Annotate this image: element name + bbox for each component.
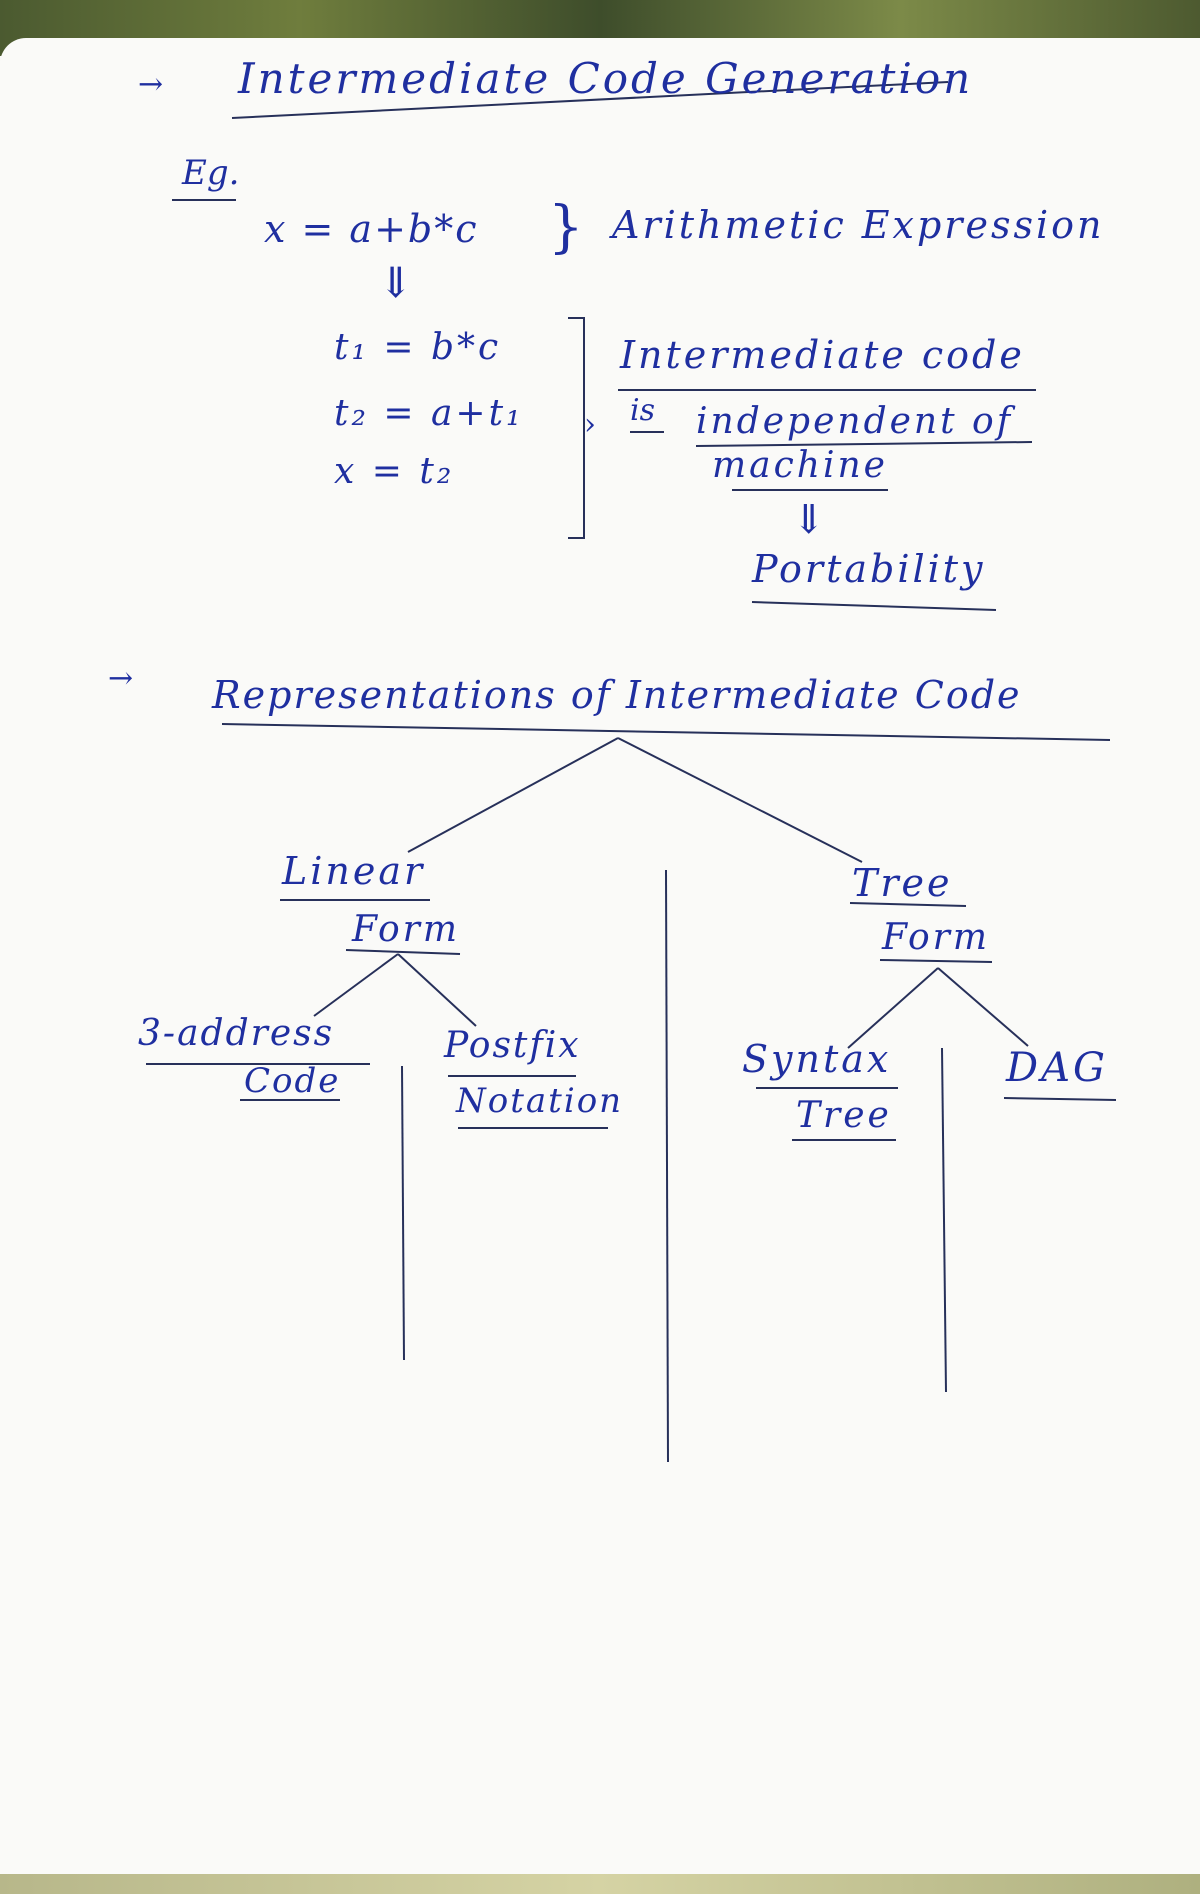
result-portability: Portability <box>752 547 986 591</box>
step-1: t₁ = b*c <box>334 327 502 368</box>
example-expression: x = a+b*c <box>264 207 479 251</box>
leaf-postfix-notation: Notation <box>456 1081 624 1121</box>
linear-label: Linear <box>282 849 426 893</box>
heading-arrow: → <box>138 67 164 102</box>
step-3: x = t₂ <box>334 451 455 492</box>
note-line-2: independent of <box>696 401 1014 442</box>
steps-bracket <box>568 317 585 539</box>
leaf-postfix: Postfix <box>444 1025 581 1066</box>
note-line-3: machine <box>712 445 888 486</box>
branch-to-linear <box>407 737 619 853</box>
note-line-1: Intermediate code <box>620 333 1025 377</box>
branch-to-tree <box>617 737 863 863</box>
branch-postfix <box>397 953 477 1027</box>
tree-form-label: Form <box>882 917 991 958</box>
down-arrow: ⇓ <box>378 258 414 307</box>
note-underline-2 <box>695 441 1033 447</box>
expression-brace: } <box>548 195 584 260</box>
paper-sheet <box>0 38 1200 1878</box>
branch-syntax <box>847 967 939 1049</box>
tree-form-underline <box>879 959 993 963</box>
example-label: Eg. <box>182 153 240 193</box>
representations-underline <box>221 723 1111 741</box>
step-2: t₂ = a+t₁ <box>334 393 524 434</box>
leaf-dag: DAG <box>1006 1045 1108 1091</box>
background-bottom <box>0 1874 1200 1894</box>
representations-title: Representations of Intermediate Code <box>212 673 1022 717</box>
leaf-syntax: Syntax <box>742 1037 892 1081</box>
linear-form-label: Form <box>352 909 461 950</box>
note-line-2-prefix: is <box>630 393 655 428</box>
heading-underline <box>231 81 949 119</box>
page-title: Intermediate Code Generation <box>238 54 974 103</box>
tree-label: Tree <box>852 861 953 905</box>
representations-arrow: → <box>108 661 134 696</box>
tree-underline <box>849 902 967 907</box>
leaf-3address-code: Code <box>244 1061 341 1101</box>
expression-note: Arithmetic Expression <box>612 203 1105 247</box>
branch-3address <box>313 953 399 1017</box>
vertical-line-3 <box>941 1047 947 1393</box>
leaf-syntax-tree: Tree <box>796 1095 892 1136</box>
vertical-line-2 <box>665 869 669 1463</box>
leaf-3address: 3-address <box>138 1013 335 1054</box>
dag-underline <box>1003 1097 1117 1101</box>
linear-form-underline <box>345 949 461 955</box>
branch-dag <box>937 967 1029 1047</box>
steps-angle: › <box>584 407 596 442</box>
vertical-line-1 <box>401 1065 405 1361</box>
portability-underline <box>751 601 997 611</box>
note-down-arrow: ⇓ <box>792 497 826 543</box>
